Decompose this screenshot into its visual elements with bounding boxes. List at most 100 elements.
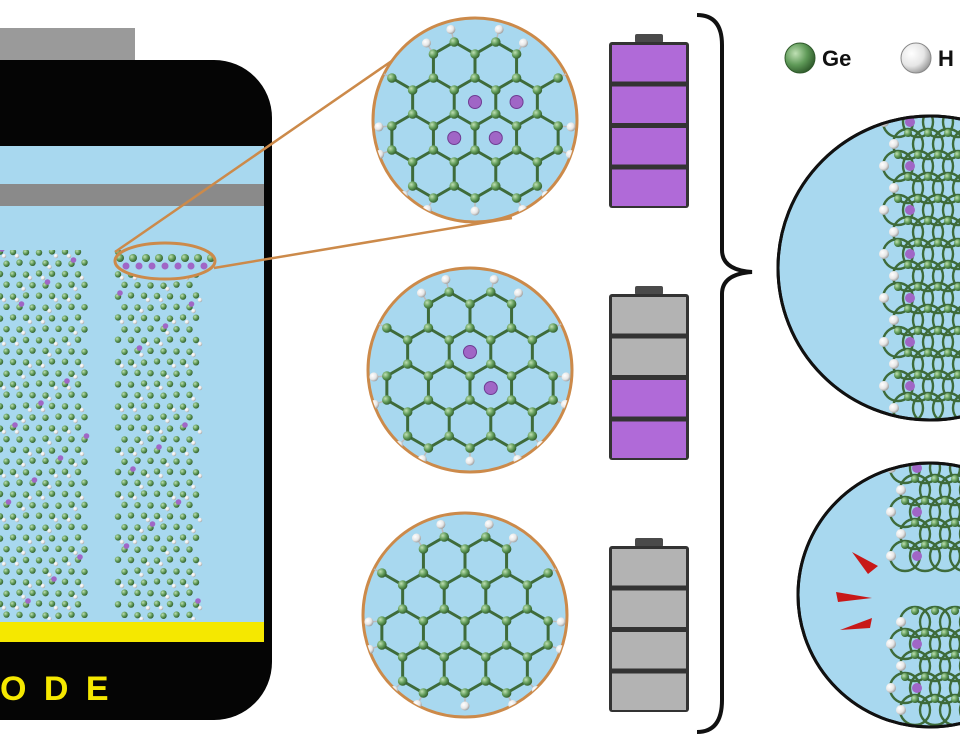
- h-atom: [47, 308, 52, 314]
- ge-atom: [9, 314, 17, 321]
- ge-atom: [74, 314, 82, 321]
- h-atom: [21, 550, 26, 556]
- h-atom: [389, 685, 399, 695]
- h-atom: [27, 583, 33, 589]
- h-atom: [184, 407, 190, 413]
- h-atom: [197, 297, 203, 303]
- ge-atom: [470, 145, 480, 155]
- h-atom: [119, 539, 125, 545]
- ge-atom: [81, 479, 88, 486]
- ge-atom: [532, 181, 543, 191]
- h-atom: [47, 264, 52, 270]
- h-atom: [47, 396, 52, 402]
- h-atom: [79, 363, 85, 369]
- ge-atom: [506, 371, 517, 381]
- ge-atom: [904, 129, 912, 137]
- ge-atom: [61, 535, 69, 542]
- ge-atom: [160, 502, 167, 509]
- ge-atom: [153, 380, 161, 387]
- ge-atom: [0, 380, 4, 388]
- li-atom: [905, 381, 915, 391]
- h-atom: [1, 253, 7, 259]
- ge-atom: [954, 327, 960, 335]
- ge-atom: [42, 369, 49, 377]
- h-atom: [513, 288, 523, 298]
- h-atom: [364, 617, 374, 627]
- ge-atom: [16, 348, 23, 355]
- ge-ring: [951, 347, 960, 381]
- ge-atom: [894, 371, 902, 379]
- ge-atom: [428, 121, 439, 131]
- ge-atom: [3, 391, 10, 398]
- ge-atom: [22, 336, 30, 344]
- ge-atom: [22, 469, 30, 476]
- h-atom: [374, 122, 384, 132]
- li-atom: [161, 262, 169, 270]
- ge-atom: [192, 469, 200, 476]
- h-atom: [145, 517, 151, 523]
- ge-atom: [29, 369, 36, 377]
- ge-atom: [140, 490, 148, 497]
- h-atom: [14, 341, 20, 347]
- ge-atom: [74, 293, 82, 300]
- ge-atom: [901, 629, 909, 637]
- ge-atom: [121, 413, 128, 421]
- h-atom: [132, 583, 138, 589]
- ge-atom: [160, 303, 167, 310]
- zoom-circle-empty: [361, 511, 569, 719]
- ge-atom: [16, 546, 23, 553]
- li-atom: [12, 422, 18, 428]
- ge-atom: [140, 314, 148, 322]
- h-atom: [145, 297, 151, 303]
- ge-atom: [192, 424, 200, 431]
- ge-atom: [48, 512, 56, 520]
- ge-atom: [68, 501, 75, 508]
- h-atom: [879, 381, 889, 391]
- ge-atom: [192, 336, 200, 344]
- h-atom: [896, 617, 906, 627]
- h-atom: [889, 403, 899, 413]
- ge-atom: [48, 468, 56, 475]
- ge-atom: [68, 391, 75, 398]
- li-atom: [0, 250, 5, 252]
- ge-atom: [81, 348, 88, 355]
- curly-bracket: [696, 13, 753, 734]
- ge-atom: [9, 271, 17, 278]
- ge-atom: [449, 181, 460, 191]
- ge-atom: [48, 250, 56, 255]
- h-atom: [66, 473, 72, 479]
- ge-atom: [74, 534, 82, 541]
- h-atom: [465, 456, 475, 466]
- ge-atom: [74, 468, 82, 476]
- h-atom: [566, 122, 576, 132]
- ge-atom: [934, 239, 942, 247]
- ge-atom: [951, 475, 959, 483]
- ge-atom: [944, 129, 952, 137]
- h-atom: [889, 315, 899, 325]
- ge-atom: [548, 395, 558, 405]
- ge-atom: [470, 121, 480, 131]
- ge-atom: [140, 579, 148, 586]
- crack-mark-3: [840, 618, 872, 630]
- ge-atom: [9, 468, 17, 476]
- ge-atom: [68, 370, 75, 377]
- ge-atom: [134, 611, 141, 619]
- ge-atom: [548, 371, 558, 381]
- ge-atom: [911, 651, 919, 659]
- li-atom: [64, 378, 70, 384]
- ge-atom: [29, 436, 36, 443]
- ge-atom: [423, 323, 434, 333]
- h-atom: [191, 484, 196, 490]
- h-atom: [139, 528, 144, 534]
- ge-atom: [402, 407, 413, 417]
- h-atom: [184, 451, 190, 457]
- ge-atom: [153, 512, 161, 520]
- ge-atom: [506, 443, 517, 453]
- ge-atom: [81, 303, 88, 311]
- ge-atom: [166, 425, 174, 432]
- ge-atom: [74, 491, 82, 498]
- li-atom: [130, 466, 136, 472]
- h-atom: [191, 308, 196, 314]
- battery-segment: [612, 86, 686, 123]
- ge-atom: [924, 261, 932, 269]
